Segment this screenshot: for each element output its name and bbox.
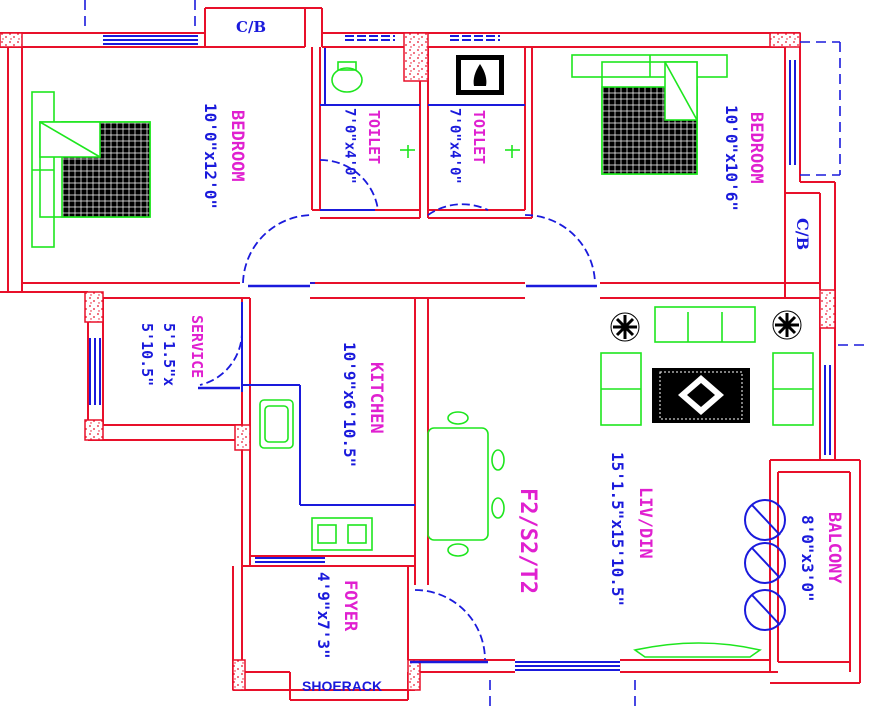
bedroom-right-size: 10'0"x10'6" (721, 105, 741, 211)
wash-basin-icon (456, 55, 504, 95)
outside-dashes (84, 0, 869, 711)
windows (89, 35, 831, 671)
liv-din-name: LIV/DIN (634, 487, 655, 559)
cb-label-right: C/B (792, 218, 812, 251)
bedroom-left-name: BEDROOM (226, 110, 247, 182)
shoerack-label: SHOERACK (302, 678, 383, 694)
rug-icon (652, 368, 750, 423)
kitchen-size: 10'9"x6'10.5" (339, 342, 359, 468)
plant-icon (610, 310, 802, 342)
toilet-1-name: TOILET (364, 110, 383, 165)
columns (0, 32, 836, 691)
bedroom-right-name: BEDROOM (745, 112, 766, 184)
furniture (31, 54, 814, 658)
foyer-size: 4'9"x7'3" (313, 572, 333, 659)
door-swings (199, 159, 596, 661)
balcony-name: BALCONY (823, 512, 844, 584)
service-name: SERVICE (187, 315, 206, 379)
toilet-2-size: 7'0"x4'0" (446, 108, 463, 184)
unit-label: F2/S2/T2 (515, 488, 541, 594)
kitchen-name: KITCHEN (365, 362, 386, 434)
liv-din-size: 15'1.5"x15'10.5" (607, 452, 627, 607)
toilet-2-name: TOILET (469, 110, 488, 165)
service-size-1: 5'1.5"x (159, 323, 178, 387)
balcony-furniture (744, 499, 786, 631)
foyer-name: FOYER (339, 580, 360, 632)
bedroom-left-size: 10'0"x12'0" (200, 103, 220, 209)
balcony-size: 8'0"x3'0" (797, 515, 817, 602)
service-size-2: 5'10.5" (137, 323, 156, 387)
cb-label-top: C/B (236, 18, 267, 36)
toilet-1-size: 7'0"x4'0" (341, 108, 358, 184)
